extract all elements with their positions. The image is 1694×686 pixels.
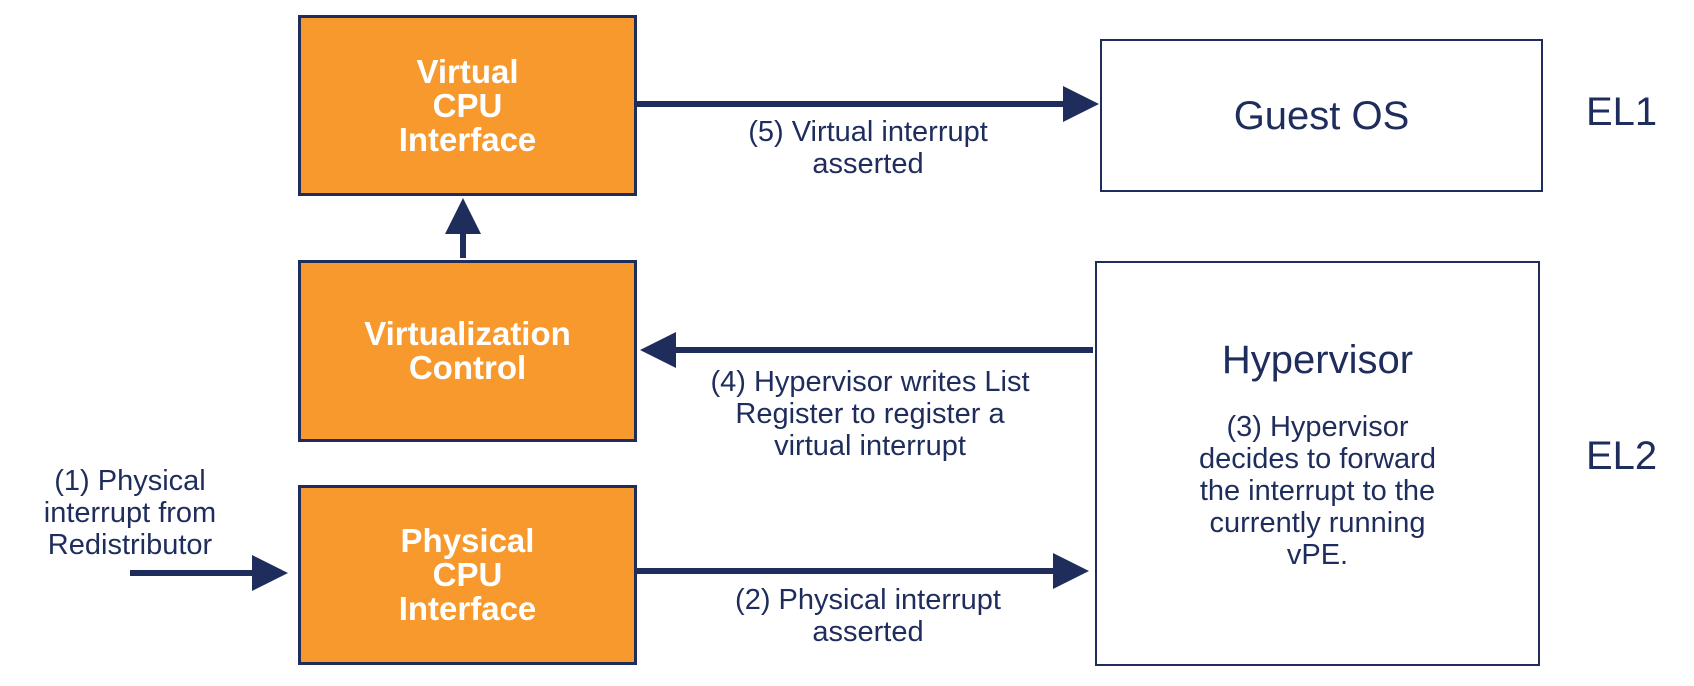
virtual-cpu-interface-box: Virtual CPU Interface: [298, 15, 637, 196]
el2-label: EL2: [1586, 434, 1658, 478]
step2-label: (2) Physical interrupt asserted: [735, 584, 1001, 648]
step5-label: (5) Virtual interrupt asserted: [748, 116, 988, 180]
virtualization-control-box: Virtualization Control: [298, 260, 637, 442]
hypervisor-label: Hypervisor: [1221, 338, 1414, 382]
step1-label: (1) Physical interrupt from Redistributo…: [43, 465, 217, 561]
physical-cpu-interface-box: Physical CPU Interface: [298, 485, 637, 665]
virtualization-control-label: Virtualization Control: [364, 315, 571, 386]
step4-label: (4) Hypervisor writes List Register to r…: [710, 366, 1030, 462]
physical-cpu-interface-label: Physical CPU Interface: [398, 522, 537, 627]
hypervisor-note: (3) Hypervisor decides to forward the in…: [1199, 411, 1436, 571]
hypervisor-box: Hypervisor (3) Hypervisor decides to for…: [1095, 261, 1540, 666]
guest-os-box: Guest OS: [1100, 39, 1543, 192]
virtual-cpu-interface-label: Virtual CPU Interface: [398, 52, 537, 158]
el1-label: EL1: [1586, 90, 1658, 134]
guest-os-label: Guest OS: [1233, 93, 1410, 138]
